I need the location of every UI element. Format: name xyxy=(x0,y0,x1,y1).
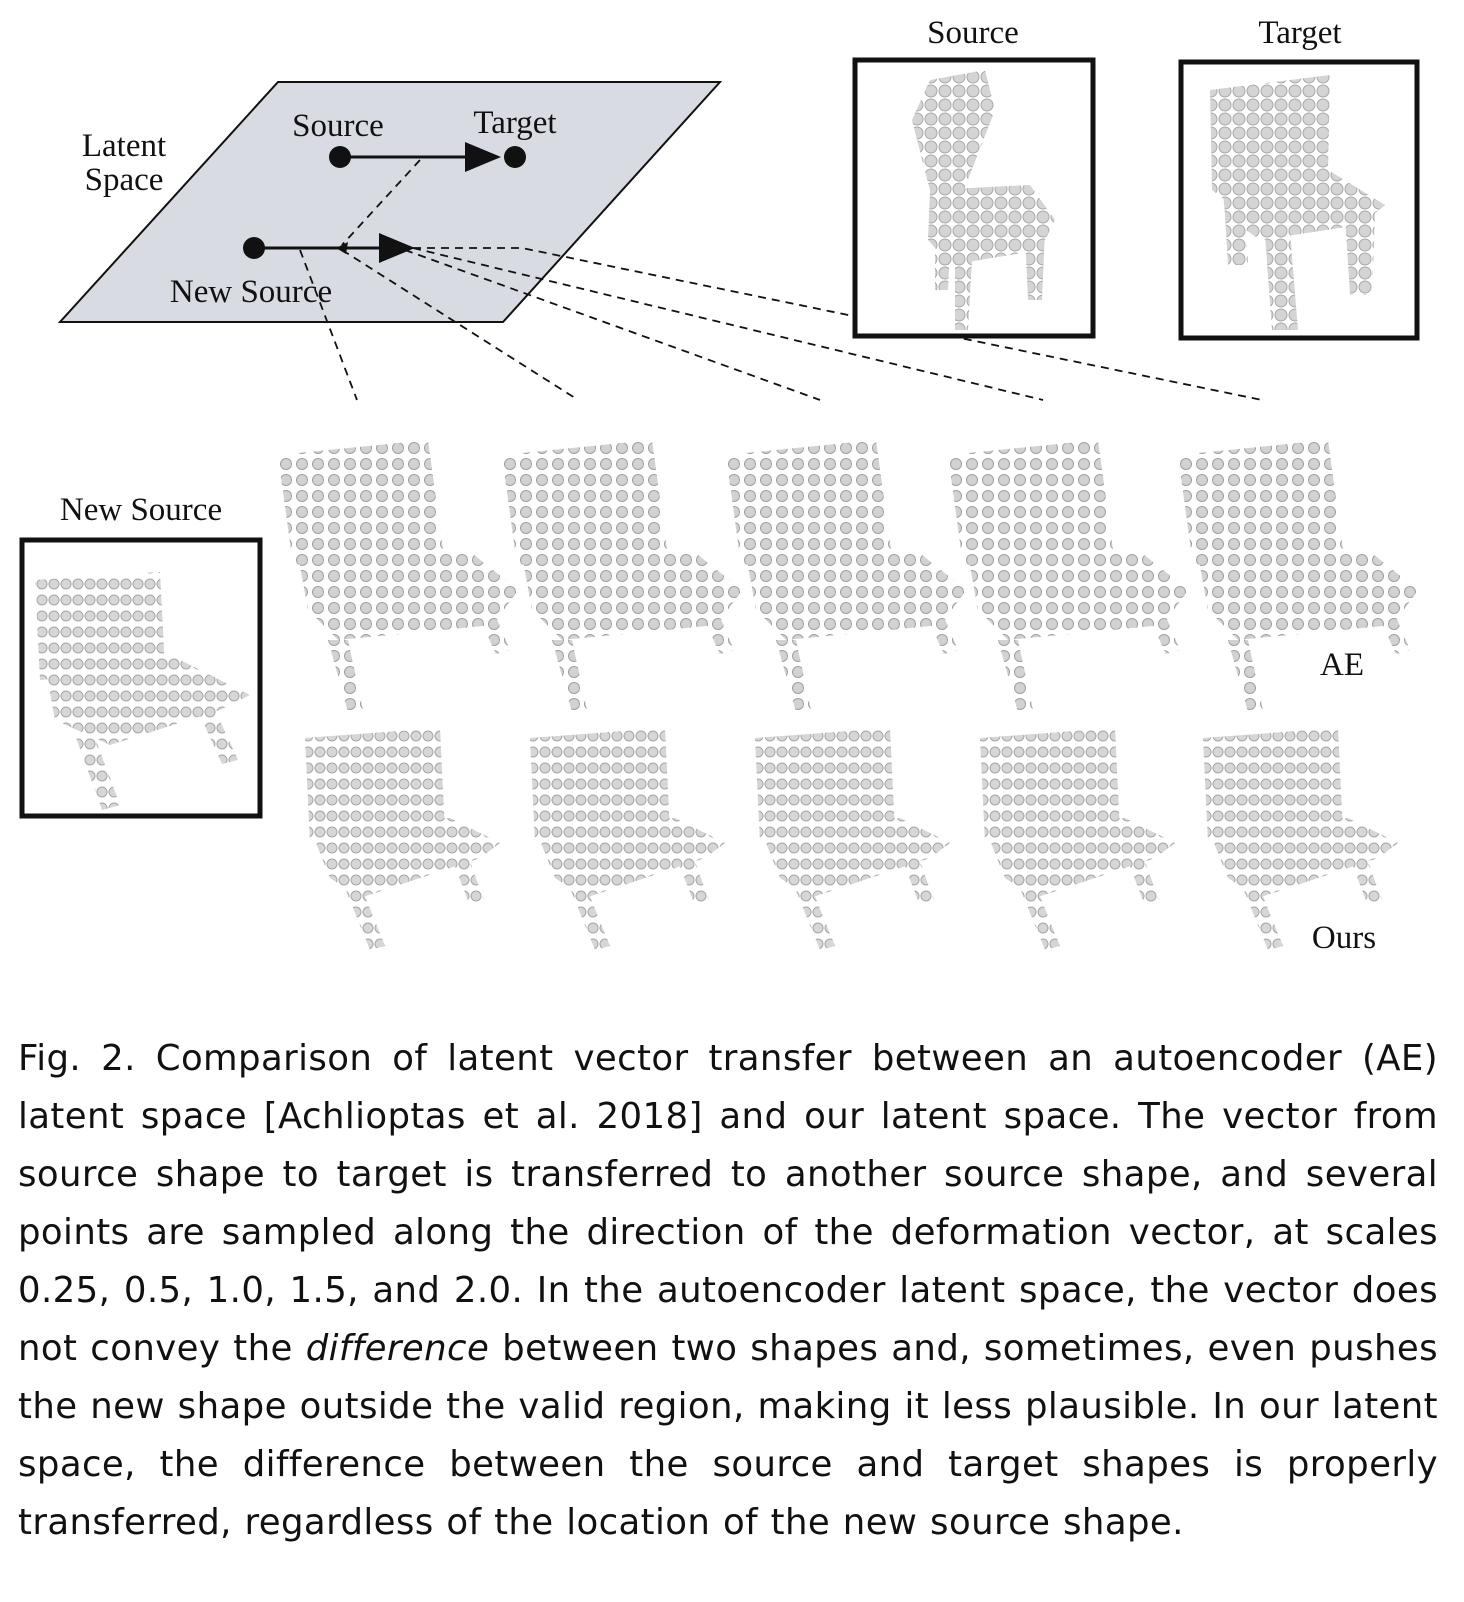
caption-emphasis: difference xyxy=(305,1328,490,1369)
caption-text-part1: Fig. 2. Comparison of latent vector tran… xyxy=(18,1038,1438,1369)
ours-chair-scale-3 xyxy=(755,728,950,950)
latent-space-label-line2: Space xyxy=(85,162,164,198)
dashed-guides xyxy=(299,159,1263,401)
ae-chair-scale-3 xyxy=(726,440,966,712)
source-panel xyxy=(852,57,1096,339)
figure-illustration: Latent Space Source Target New Source So… xyxy=(19,15,1420,956)
source-panel-title: Source xyxy=(927,15,1019,51)
ours-chair-scale-4 xyxy=(980,728,1175,950)
ae-chair-scale-4 xyxy=(948,440,1188,712)
caption-text-part2: between two shapes and, sometimes, even … xyxy=(18,1328,1438,1543)
target-chair-seat xyxy=(1222,165,1385,240)
ours-chair-scale-5 xyxy=(1203,728,1398,950)
new-source-chair-seat xyxy=(45,655,250,745)
ae-chair-scale-2 xyxy=(502,440,742,712)
latent-space-plane xyxy=(57,81,723,323)
source-chair-seat xyxy=(928,185,1055,265)
source-target-vector xyxy=(329,142,526,172)
latent-space-label-line1: Latent xyxy=(82,128,166,164)
source-point xyxy=(329,146,351,168)
new-source-panel-title: New Source xyxy=(60,492,222,528)
figure-caption: Fig. 2. Comparison of latent vector tran… xyxy=(18,1030,1438,1552)
target-chair-legs xyxy=(1225,212,1375,330)
target-panel xyxy=(1178,59,1420,341)
new-source-chair-back xyxy=(35,572,165,680)
plane-new-source-label: New Source xyxy=(170,274,332,310)
ae-chair-scale-5 xyxy=(1178,440,1418,712)
plane-source-label: Source xyxy=(292,108,384,144)
source-chair-legs xyxy=(935,232,1045,330)
ae-chair-scale-1 xyxy=(278,440,518,712)
plane-target-label: Target xyxy=(473,105,556,141)
row-label-ours: Ours xyxy=(1312,920,1376,956)
target-point xyxy=(504,146,526,168)
row-label-ae: AE xyxy=(1320,647,1364,683)
new-source-panel xyxy=(19,537,263,819)
new-source-point xyxy=(243,237,265,259)
target-panel-title: Target xyxy=(1258,15,1341,51)
source-chair-back xyxy=(912,70,995,210)
ours-chair-scale-2 xyxy=(530,728,725,950)
ours-chair-scale-1 xyxy=(305,728,500,950)
